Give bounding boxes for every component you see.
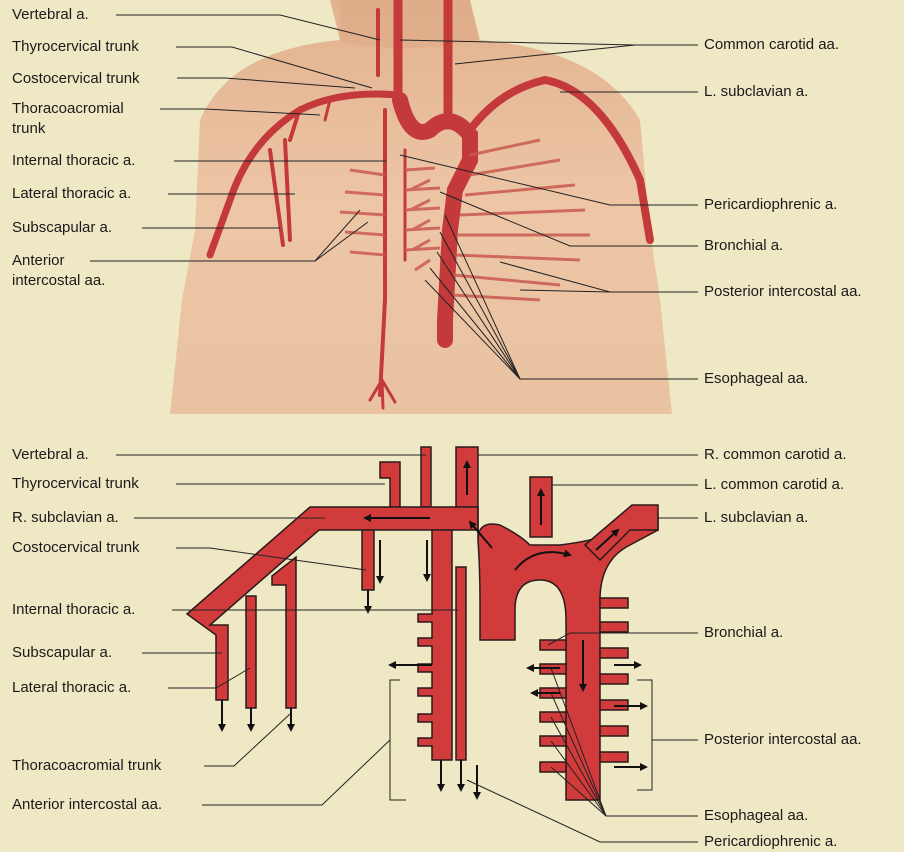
label-posterior-intercostal-top: Posterior intercostal aa. (704, 283, 862, 300)
label-r-common-carotid-bottom: R. common carotid a. (704, 446, 847, 463)
label-bronchial-top: Bronchial a. (704, 237, 783, 254)
label-thoracoacromial-bottom: Thoracoacromial trunk (12, 757, 161, 774)
label-thoracoacromial-top: Thoracoacromial (12, 100, 124, 117)
label-thoracoacromial-top-2: trunk (12, 120, 45, 137)
label-lateral-thoracic-bottom: Lateral thoracic a. (12, 679, 131, 696)
bottom-right-leaders (467, 455, 698, 842)
label-internal-thoracic-bottom: Internal thoracic a. (12, 601, 135, 618)
label-anterior-intercostal-top-2: intercostal aa. (12, 272, 105, 289)
label-subscapular-bottom: Subscapular a. (12, 644, 112, 661)
label-costocervical-bottom: Costocervical trunk (12, 539, 140, 556)
label-lateral-thoracic-top: Lateral thoracic a. (12, 185, 131, 202)
label-common-carotid-top: Common carotid aa. (704, 36, 839, 53)
label-esophageal-bottom: Esophageal aa. (704, 807, 808, 824)
label-vertebral-bottom: Vertebral a. (12, 446, 89, 463)
label-costocervical-top: Costocervical trunk (12, 70, 140, 87)
label-l-subclavian-top: L. subclavian a. (704, 83, 808, 100)
label-pericardiophrenic-top: Pericardiophrenic a. (704, 196, 837, 213)
label-thyrocervical-top: Thyrocervical trunk (12, 38, 139, 55)
label-l-common-carotid-bottom: L. common carotid a. (704, 476, 844, 493)
label-l-subclavian-bottom: L. subclavian a. (704, 509, 808, 526)
label-anterior-intercostal-top: Anterior (12, 252, 65, 269)
torso-silhouette (170, 0, 672, 414)
label-esophageal-top: Esophageal aa. (704, 370, 808, 387)
label-anterior-intercostal-bottom: Anterior intercostal aa. (12, 796, 162, 813)
label-thyrocervical-bottom: Thyrocervical trunk (12, 475, 139, 492)
label-pericardiophrenic-bottom: Pericardiophrenic a. (704, 833, 837, 850)
label-subscapular-top: Subscapular a. (12, 219, 112, 236)
label-vertebral-top: Vertebral a. (12, 6, 89, 23)
label-posterior-intercostal-bottom: Posterior intercostal aa. (704, 731, 862, 748)
schematic-vessels (187, 447, 658, 800)
label-bronchial-bottom: Bronchial a. (704, 624, 783, 641)
brackets (390, 680, 652, 800)
flow-arrows (222, 462, 646, 798)
bottom-left-leaders (116, 455, 458, 805)
label-internal-thoracic-top: Internal thoracic a. (12, 152, 135, 169)
label-r-subclavian-bottom: R. subclavian a. (12, 509, 119, 526)
